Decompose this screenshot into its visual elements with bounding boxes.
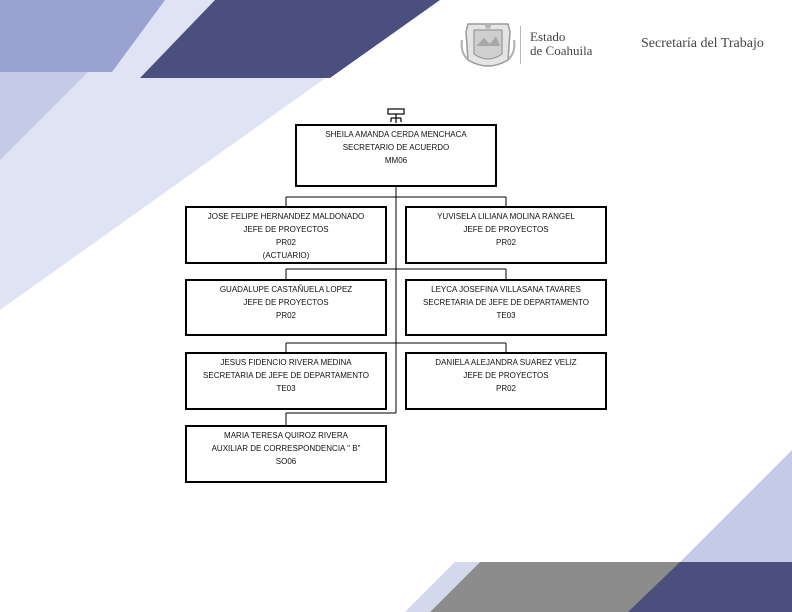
node-code: TE03 [276,384,296,393]
org-node: DANIELA ALEJANDRA SUAREZ VELIZ JEFE DE P… [405,352,607,410]
coat-of-arms-icon [458,20,518,72]
org-node: GUADALUPE CASTAÑUELA LOPEZ JEFE DE PROYE… [185,279,387,336]
node-code: PR02 [495,238,516,247]
node-name: JOSE FELIPE HERNANDEZ MALDONADO [207,212,365,221]
footer-light-band [405,562,480,612]
node-name: MARIA TERESA QUIROZ RIVERA [224,431,348,440]
node-title: SECRETARIA DE JEFE DE DEPARTAMENTO [423,298,589,307]
node-name: LEYCA JOSEFINA VILLASANA TAVARES [431,285,581,294]
node-title: SECRETARIO DE ACUERDO [342,143,450,152]
node-code: PR02 [495,384,516,393]
org-node: JESUS FIDENCIO RIVERA MEDINA SECRETARIA … [185,352,387,410]
node-name: JESUS FIDENCIO RIVERA MEDINA [220,358,352,367]
node-code: TE03 [496,311,516,320]
node-name: GUADALUPE CASTAÑUELA LOPEZ [219,285,353,294]
footer-navy-band [628,562,792,612]
org-node: LEYCA JOSEFINA VILLASANA TAVARES SECRETA… [405,279,607,336]
org-node: MARIA TERESA QUIROZ RIVERA AUXILIAR DE C… [185,425,387,483]
header-divider [520,26,521,64]
org-root-marker-icon [387,108,405,123]
node-title: JEFE DE PROYECTOS [463,225,549,234]
node-title: JEFE DE PROYECTOS [243,225,329,234]
brand-name: Estado de Coahuila [530,30,592,58]
node-title: SECRETARIA DE JEFE DE DEPARTAMENTO [203,371,369,380]
brand-line-1: Estado [530,29,566,44]
brand-line-2: de Coahuila [530,43,593,58]
node-name: YUVISELA LILIANA MOLINA RANGEL [437,212,575,221]
node-title: JEFE DE PROYECTOS [243,298,329,307]
header-gray-band [0,0,165,72]
department-name: Secretaría del Trabajo [641,36,764,51]
node-note: (ACTUARIO) [262,251,310,260]
node-code: PR02 [275,238,296,247]
node-title: AUXILIAR DE CORRESPONDENCIA " B" [211,444,361,453]
node-name: SHEILA AMANDA CERDA MENCHACA [325,130,467,139]
node-code: MM06 [384,156,408,165]
header-navy-band [140,0,440,78]
org-node-root: SHEILA AMANDA CERDA MENCHACA SECRETARIO … [295,124,497,187]
node-code: SO06 [275,457,297,466]
node-code: PR02 [275,311,296,320]
org-node: YUVISELA LILIANA MOLINA RANGEL JEFE DE P… [405,206,607,264]
node-title: JEFE DE PROYECTOS [463,371,549,380]
node-name: DANIELA ALEJANDRA SUAREZ VELIZ [435,358,577,367]
footer-lavender-band [680,450,792,562]
org-node: JOSE FELIPE HERNANDEZ MALDONADO JEFE DE … [185,206,387,264]
